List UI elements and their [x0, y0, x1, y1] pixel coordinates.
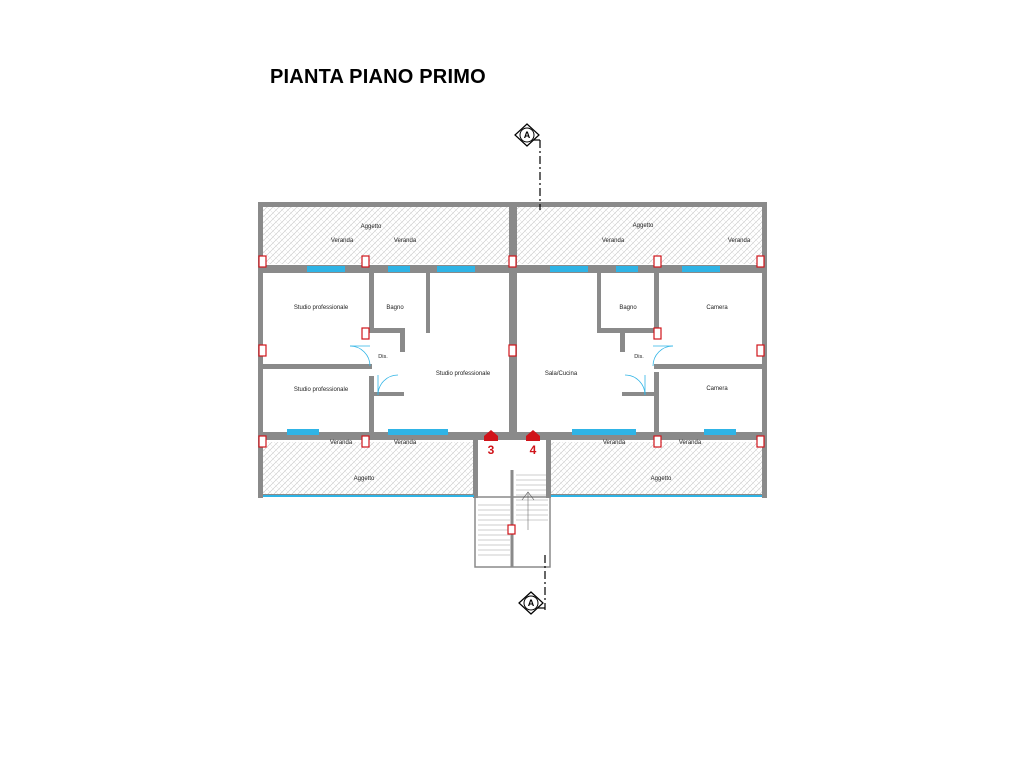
- label-veranda-bottom-3: Veranda: [603, 440, 626, 446]
- label-bagno-right: Bagno: [619, 305, 637, 311]
- entrance-3: 3: [484, 430, 498, 457]
- balcony-areas: [262, 206, 763, 497]
- label-camera-2: Camera: [706, 386, 728, 392]
- balcony-top-left: [262, 206, 509, 264]
- label-dis-right: Dis.: [634, 354, 644, 360]
- label-aggetto-top-right: Aggetto: [633, 223, 654, 229]
- label-veranda-top-2: Veranda: [394, 238, 417, 244]
- label-studio-3: Studio professionale: [436, 371, 491, 377]
- balcony-top-right: [515, 206, 763, 264]
- windows: [263, 266, 762, 497]
- label-veranda-bottom-2: Veranda: [394, 440, 417, 446]
- section-marker-top-label: A: [524, 130, 531, 140]
- section-marker-bottom-label: A: [528, 598, 535, 608]
- balcony-bottom-left: [262, 442, 474, 497]
- label-bagno-left: Bagno: [386, 305, 404, 311]
- entrance-3-label: 3: [488, 443, 495, 457]
- label-veranda-top-1: Veranda: [331, 238, 354, 244]
- label-veranda-bottom-1: Veranda: [330, 440, 353, 446]
- stair-core: [474, 470, 551, 568]
- label-veranda-top-4: Veranda: [728, 238, 751, 244]
- section-marker-bottom: A: [518, 555, 546, 615]
- doors: [349, 345, 674, 396]
- balcony-bottom-right: [550, 442, 763, 497]
- label-aggetto-bottom-right: Aggetto: [651, 476, 672, 482]
- label-studio-1: Studio professionale: [294, 305, 349, 311]
- page-title: PIANTA PIANO PRIMO: [270, 66, 486, 88]
- entrance-4: 4: [526, 430, 540, 457]
- label-dis-left: Dis.: [378, 354, 388, 360]
- label-camera-1: Camera: [706, 305, 728, 311]
- entrance-4-label: 4: [530, 443, 537, 457]
- room-labels: Aggetto Veranda Veranda Aggetto Veranda …: [294, 223, 751, 482]
- structural-columns: [258, 255, 765, 535]
- section-marker-top: A: [514, 123, 541, 210]
- label-aggetto-top-left: Aggetto: [361, 224, 382, 230]
- label-veranda-top-3: Veranda: [602, 238, 625, 244]
- label-aggetto-bottom-left: Aggetto: [354, 476, 375, 482]
- label-sala-cucina: Sala/Cucina: [545, 371, 578, 377]
- label-veranda-bottom-4: Veranda: [679, 440, 702, 446]
- label-studio-2: Studio professionale: [294, 387, 349, 393]
